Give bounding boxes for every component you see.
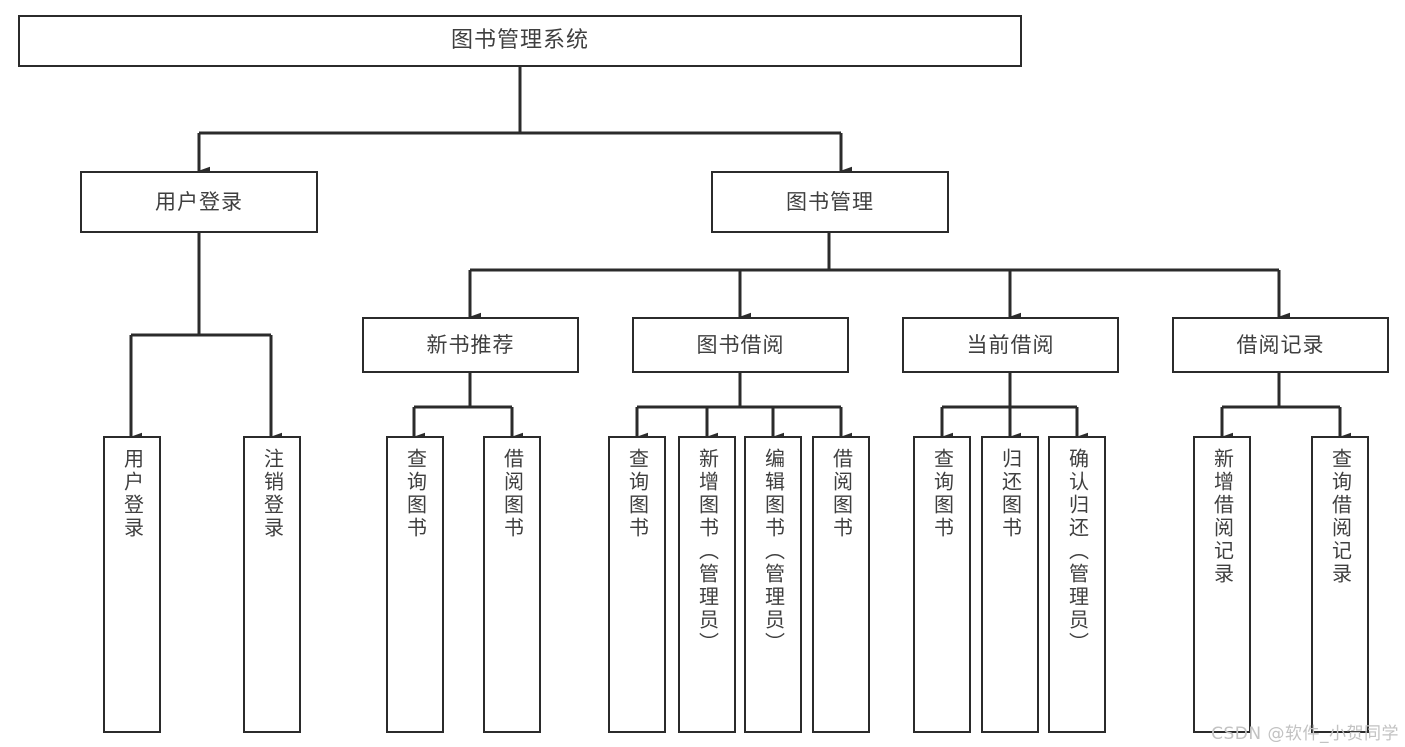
node-label: 归还图书 [998, 448, 1023, 540]
node-label: 新书推荐 [426, 332, 515, 357]
node-book-borrow[interactable]: 图书借阅 [632, 317, 849, 373]
node-label: 查询图书 [930, 448, 955, 540]
node-label: 借阅图书 [500, 448, 525, 540]
leaf-edit-book-admin[interactable]: 编辑图书（管理员） [744, 436, 802, 733]
node-label: 查询图书 [403, 448, 428, 540]
node-label: 当前借阅 [966, 332, 1055, 357]
node-label: 注销登录 [260, 448, 285, 540]
node-label: 查询图书 [625, 448, 650, 540]
csdn-watermark: CSDN @软件_小贺同学 [1211, 724, 1399, 744]
leaf-add-book-admin[interactable]: 新增图书（管理员） [678, 436, 736, 733]
node-label: 图书借阅 [696, 332, 785, 357]
leaf-user-login[interactable]: 用户登录 [103, 436, 161, 733]
node-borrow-record[interactable]: 借阅记录 [1172, 317, 1389, 373]
node-label: 用户登录 [120, 448, 145, 540]
leaf-logout-login[interactable]: 注销登录 [243, 436, 301, 733]
node-label: 图书管理 [786, 189, 874, 214]
leaf-confirm-return-admin[interactable]: 确认归还（管理员） [1048, 436, 1106, 733]
node-current-borrow[interactable]: 当前借阅 [902, 317, 1119, 373]
node-label: 确认归还（管理员） [1065, 448, 1090, 655]
node-user-login[interactable]: 用户登录 [80, 171, 318, 233]
leaf-query-book-borrow[interactable]: 查询图书 [608, 436, 666, 733]
leaf-query-book-current[interactable]: 查询图书 [913, 436, 971, 733]
node-book-management[interactable]: 图书管理 [711, 171, 949, 233]
node-label: 新增图书（管理员） [695, 448, 720, 655]
leaf-query-borrow-record[interactable]: 查询借阅记录 [1311, 436, 1369, 733]
leaf-add-borrow-record[interactable]: 新增借阅记录 [1193, 436, 1251, 733]
node-label: 新增借阅记录 [1210, 448, 1235, 586]
node-label: 用户登录 [155, 189, 243, 214]
node-label: 图书管理系统 [450, 28, 589, 54]
node-label: 借阅图书 [829, 448, 854, 540]
leaf-borrow-book[interactable]: 借阅图书 [812, 436, 870, 733]
node-label: 查询借阅记录 [1328, 448, 1353, 586]
node-root-book-management-system[interactable]: 图书管理系统 [18, 15, 1022, 67]
node-label: 编辑图书（管理员） [761, 448, 786, 655]
leaf-query-book-recommend[interactable]: 查询图书 [386, 436, 444, 733]
node-new-book-recommend[interactable]: 新书推荐 [362, 317, 579, 373]
leaf-borrow-book-recommend[interactable]: 借阅图书 [483, 436, 541, 733]
leaf-return-book[interactable]: 归还图书 [981, 436, 1039, 733]
node-label: 借阅记录 [1236, 332, 1325, 357]
